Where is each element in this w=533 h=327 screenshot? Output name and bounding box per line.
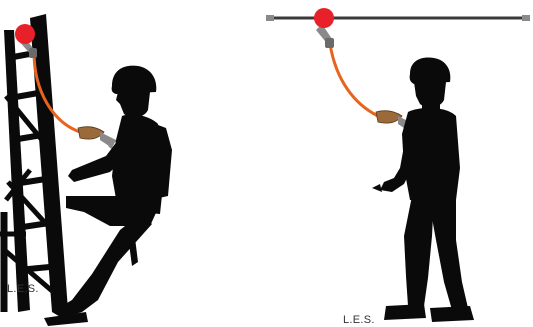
anchor-point-icon	[15, 24, 35, 44]
anchor-point-icon	[314, 8, 334, 28]
watermark-left: L.E.S.	[7, 283, 39, 295]
watermark-right: L.E.S.	[343, 314, 375, 326]
lanyard	[330, 44, 378, 116]
left-scene	[0, 14, 172, 326]
right-scene	[266, 8, 530, 322]
lifeline-end-left	[266, 15, 274, 21]
lifeline-end-right	[522, 15, 530, 21]
worker-silhouette	[372, 58, 474, 322]
shock-absorber-icon	[78, 127, 117, 148]
